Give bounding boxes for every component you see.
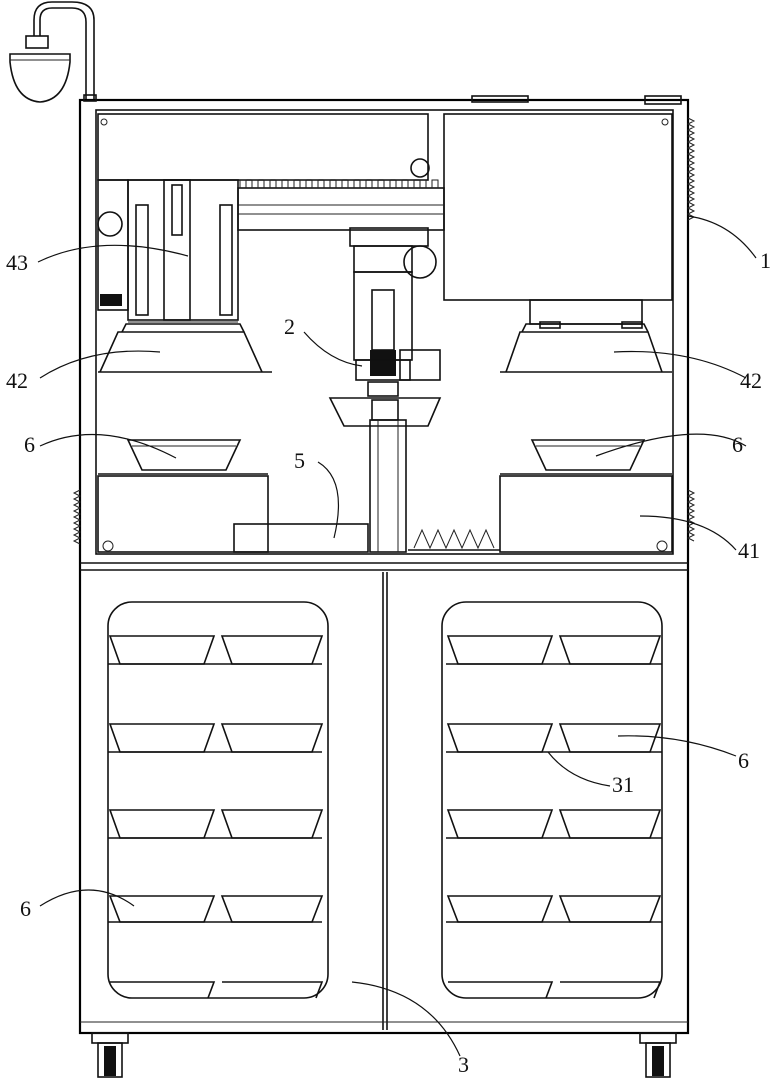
label-3: 3 xyxy=(458,1052,469,1077)
cabinet-frame xyxy=(74,95,694,1033)
label-1: 1 xyxy=(760,248,771,273)
label-6-middle-right: 6 xyxy=(738,748,749,773)
label-2: 2 xyxy=(284,314,295,339)
gantry-assembly xyxy=(98,114,672,328)
platforms xyxy=(98,476,672,552)
label-31: 31 xyxy=(612,772,634,797)
right-door-racks xyxy=(446,636,662,998)
label-6-upper-right: 6 xyxy=(732,432,743,457)
gripper-unit xyxy=(330,228,440,552)
label-42-left: 42 xyxy=(6,368,28,393)
label-43: 43 xyxy=(6,250,28,275)
camera-icon xyxy=(10,2,94,102)
upper-bowls xyxy=(98,440,672,474)
left-door-racks xyxy=(108,636,322,998)
lower-doors xyxy=(80,572,688,1030)
label-5: 5 xyxy=(294,448,305,473)
caster-wheels xyxy=(92,1033,676,1077)
label-6-upper-left: 6 xyxy=(24,432,35,457)
label-42-right: 42 xyxy=(740,368,762,393)
label-41: 41 xyxy=(738,538,760,563)
label-6-lower-left: 6 xyxy=(20,896,31,921)
